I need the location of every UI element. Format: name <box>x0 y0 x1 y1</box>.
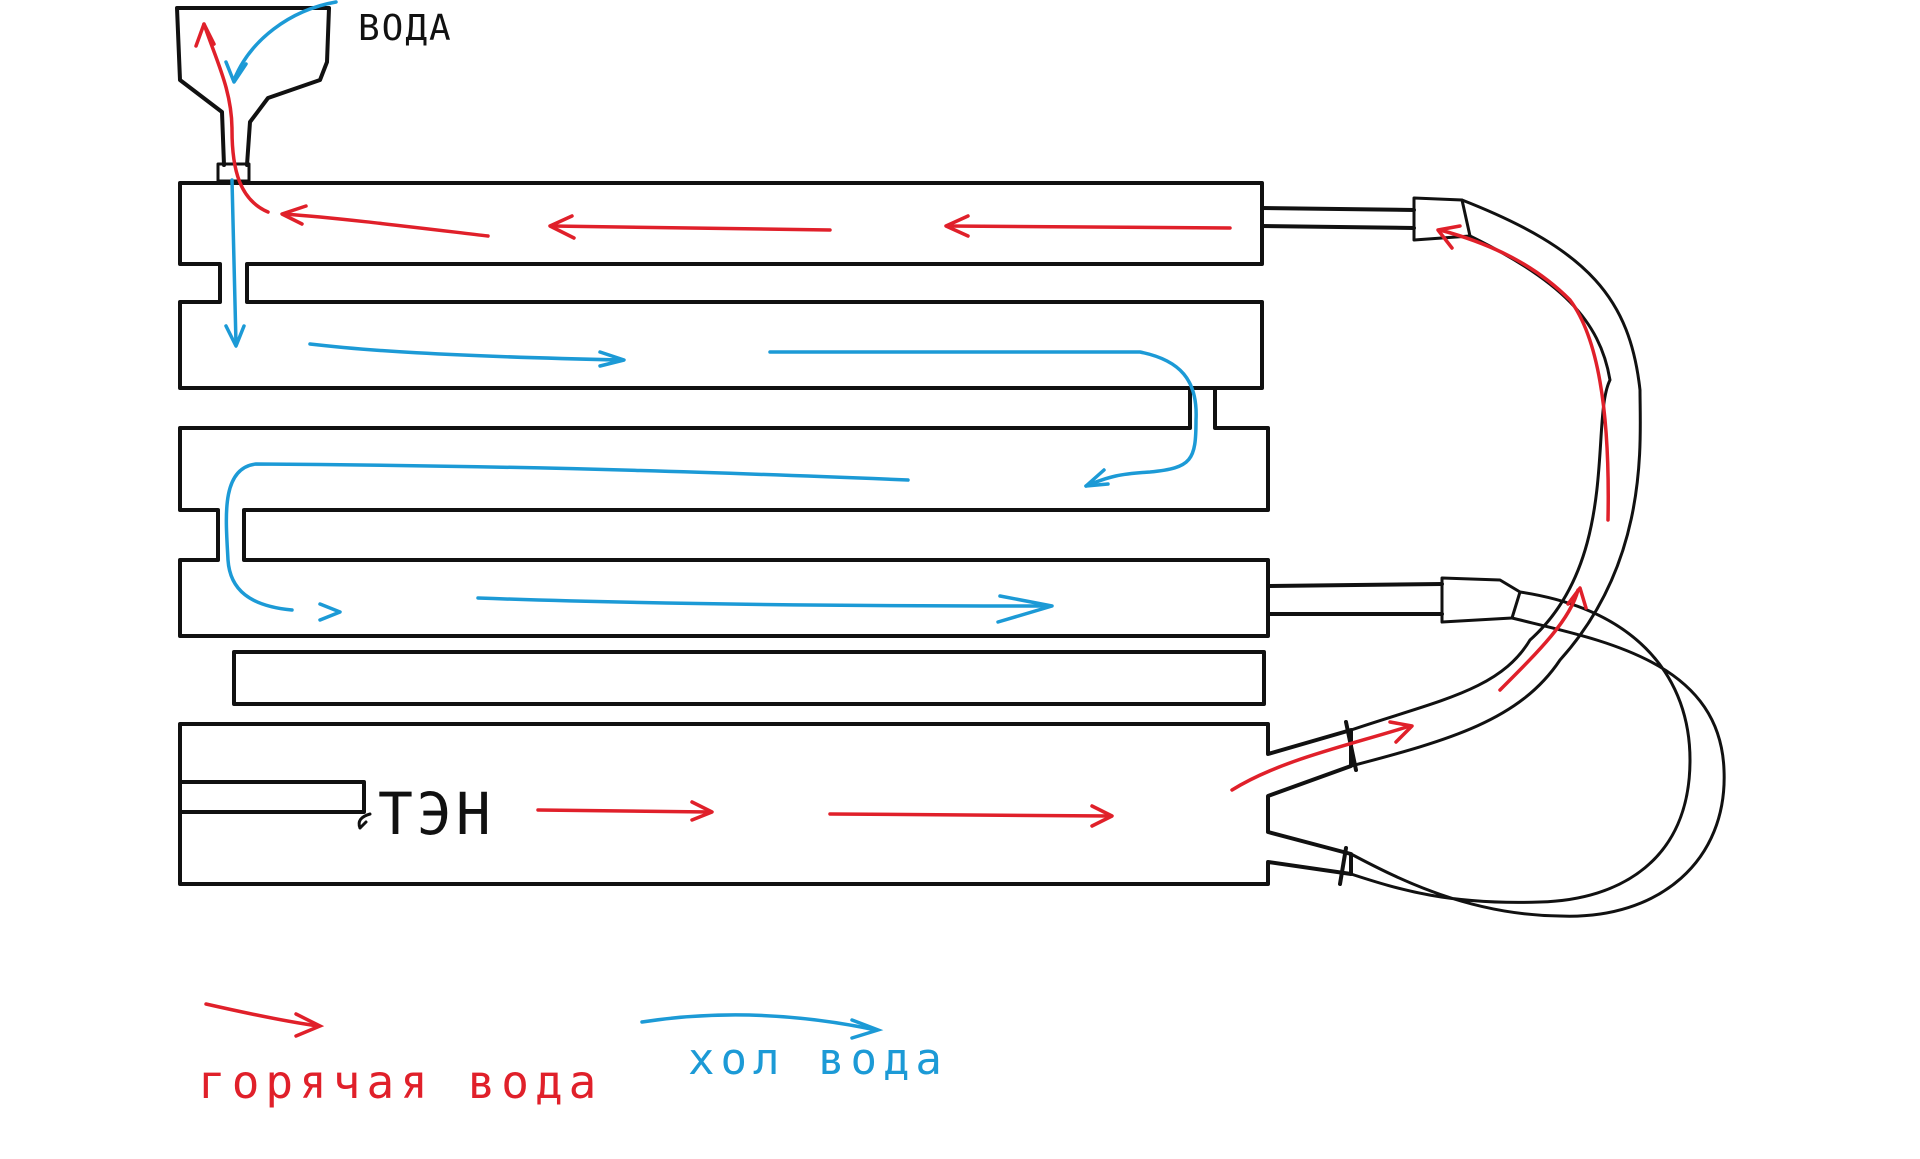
hot-flow-top-middle <box>550 224 832 232</box>
cold-arrowhead <box>850 1018 884 1040</box>
funnel <box>175 6 331 167</box>
hot-flow-heater-2 <box>828 812 1112 818</box>
riser-hose <box>1349 198 1642 768</box>
hot-flow-riser-lower <box>1498 588 1580 692</box>
upper-tank-middle <box>178 386 1270 638</box>
hot-arrowhead <box>1388 720 1414 744</box>
hot-arrowhead <box>690 800 714 822</box>
hot-flow-heater-1 <box>536 808 712 814</box>
upper-tank-top <box>178 181 1264 390</box>
separator-plate <box>232 650 1266 706</box>
cold-arrowhead <box>1084 468 1110 488</box>
cold-arrowhead <box>224 60 248 84</box>
heater-label: ТЭН <box>378 780 495 848</box>
hot-arrowhead <box>548 214 576 240</box>
cold-flow-row2-left <box>308 342 624 362</box>
hot-flow-top-right <box>946 224 1232 230</box>
hot-arrowhead <box>1566 586 1588 610</box>
cold-flow-down-left <box>230 178 238 346</box>
legend-cold-label: хол вода <box>688 1034 948 1085</box>
hot-flow-out-bottom <box>1230 724 1412 792</box>
water-inlet-label: ВОДА <box>358 8 453 49</box>
middle-hose-coupling <box>1440 576 1522 624</box>
hot-arrowhead <box>194 22 216 48</box>
hot-arrowhead <box>944 214 970 238</box>
hot-arrowhead <box>1090 804 1114 828</box>
hot-arrowhead <box>1436 224 1462 250</box>
top-outlet-pipe <box>1260 206 1416 230</box>
legend-cold-arrow <box>640 1013 878 1032</box>
cold-flow-into-funnel <box>232 0 338 82</box>
cold-flow-row3 <box>224 462 910 612</box>
hot-flow-into-funnel <box>202 22 270 214</box>
hot-arrowhead <box>294 1012 325 1038</box>
hot-flow-top-left <box>282 212 490 238</box>
heater-element <box>178 780 366 814</box>
cold-flow-row2-right <box>768 350 1198 488</box>
loop-hose <box>1349 590 1726 918</box>
legend-hot-arrow <box>204 1002 320 1028</box>
hose-clamp-lower <box>1338 846 1348 886</box>
middle-outlet-pipe <box>1266 582 1444 616</box>
hot-flow-riser-upper <box>1438 228 1610 522</box>
legend-hot-label: горячая вода <box>198 1055 602 1109</box>
hot-arrowhead <box>280 204 308 226</box>
lower-tank <box>178 722 1353 886</box>
cold-flow-row4 <box>476 596 1048 608</box>
hose-clamp-upper <box>1344 720 1358 772</box>
cold-arrowhead <box>996 594 1054 624</box>
cold-arrowhead <box>224 324 246 348</box>
cold-arrowhead <box>598 350 626 368</box>
cold-arrowhead <box>318 602 342 622</box>
heater-terminal-hook <box>357 812 372 830</box>
